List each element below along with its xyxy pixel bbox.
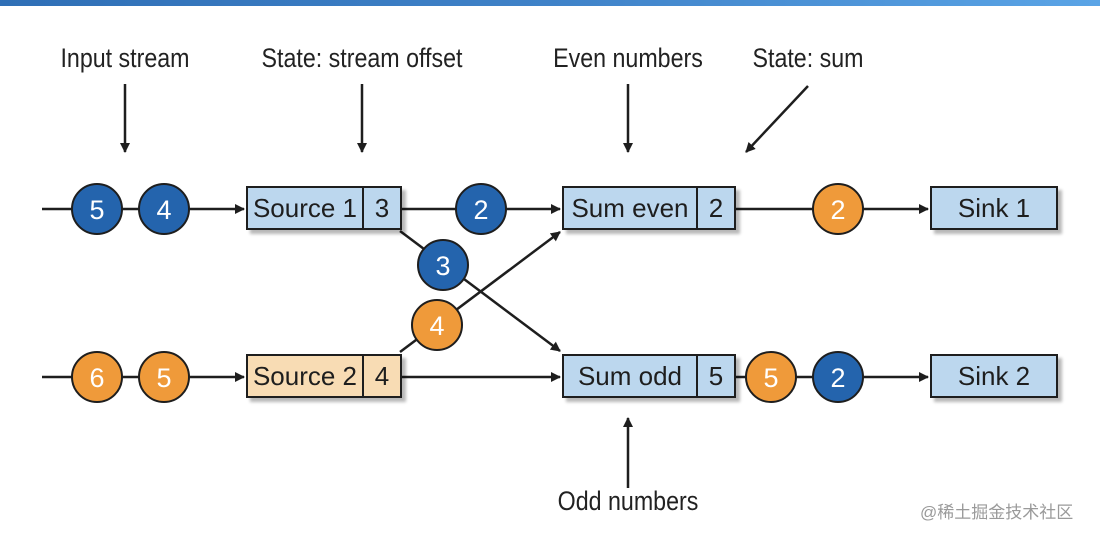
record-odd-out-a: 5 xyxy=(745,351,797,403)
svg-text:5: 5 xyxy=(89,195,104,225)
operator-label: Sink 2 xyxy=(957,360,1031,391)
record-in1-b: 4 xyxy=(138,183,190,235)
record-odd-out-b: 2 xyxy=(812,351,864,403)
top-accent-bar xyxy=(0,0,1100,6)
watermark: @稀土掘金技术社区 xyxy=(920,503,1074,522)
operator-sink-1: Sink 1 xyxy=(930,186,1058,230)
record-s1-to-odd: 3 xyxy=(417,239,469,291)
operator-source-1: Source 1 3 xyxy=(246,186,402,230)
operator-sink-2: Sink 2 xyxy=(930,354,1058,398)
svg-text:5: 5 xyxy=(156,363,171,393)
operator-label: Source 2 xyxy=(252,360,358,391)
svg-text:3: 3 xyxy=(435,251,450,281)
operator-state: 5 xyxy=(696,356,734,396)
svg-text:6: 6 xyxy=(89,363,104,393)
label-input-stream: Input stream xyxy=(60,43,190,73)
operator-source-2: Source 2 4 xyxy=(246,354,402,398)
record-in1-a: 5 xyxy=(71,183,123,235)
svg-text:2: 2 xyxy=(830,195,845,225)
operator-label: Sum odd xyxy=(577,360,683,391)
svg-text:4: 4 xyxy=(156,195,171,225)
operator-label: Source 1 xyxy=(252,192,358,223)
operator-state: 2 xyxy=(696,188,734,228)
arrow-state-sum xyxy=(745,85,809,153)
label-state-offset: State: stream offset xyxy=(261,43,463,73)
record-in2-a: 6 xyxy=(71,351,123,403)
operator-label: Sum even xyxy=(571,192,689,223)
svg-text:2: 2 xyxy=(473,195,488,225)
operator-label: Sink 1 xyxy=(957,192,1031,223)
operator-state: 4 xyxy=(362,356,400,396)
record-in2-b: 5 xyxy=(138,351,190,403)
operator-state: 3 xyxy=(362,188,400,228)
record-s1-to-even: 2 xyxy=(455,183,507,235)
record-even-out: 2 xyxy=(812,183,864,235)
label-odd-numbers: Odd numbers xyxy=(557,486,699,516)
svg-text:2: 2 xyxy=(830,363,845,393)
label-state-sum: State: sum xyxy=(752,43,864,73)
label-even-numbers: Even numbers xyxy=(553,43,703,73)
operator-sum-even: Sum even 2 xyxy=(562,186,736,230)
svg-text:5: 5 xyxy=(763,363,778,393)
operator-sum-odd: Sum odd 5 xyxy=(562,354,736,398)
record-s2-to-even: 4 xyxy=(411,299,463,351)
svg-text:4: 4 xyxy=(429,311,444,341)
